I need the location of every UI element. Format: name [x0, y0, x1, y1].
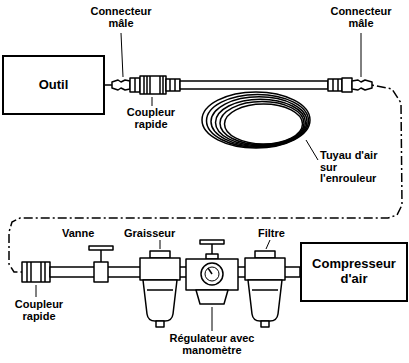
air-hose [166, 78, 372, 92]
quick-coupler [22, 262, 50, 282]
box-label: Outil [33, 74, 75, 97]
regulator [186, 240, 238, 304]
component-box: Compresseur d'air [300, 242, 408, 302]
coil-winding [211, 97, 307, 147]
hose-coil [202, 92, 310, 148]
component-box: Outil [2, 55, 105, 115]
part-label: Coupleur rapide [120, 107, 182, 130]
part-label: Vanne [62, 228, 102, 240]
valve [89, 246, 113, 282]
lubricator [140, 251, 180, 327]
part-label: Régulateur avec manomètre [160, 333, 264, 356]
coil-winding [207, 94, 309, 147]
coil-winding [220, 102, 304, 145]
male-connector [112, 78, 140, 92]
filter [245, 251, 285, 327]
quick-coupler [140, 76, 166, 94]
coil-winding [202, 92, 310, 148]
part-label: Filtre [258, 228, 298, 240]
coil-winding [216, 99, 306, 145]
part-label: Graisseur [124, 228, 196, 240]
part-label: Tuyau d'air sur l'enrouleur [320, 150, 382, 185]
part-label: Coupleur rapide [8, 299, 70, 322]
part-label: Connecteur mâle [328, 6, 394, 29]
coil-winding [225, 104, 303, 144]
box-label: Compresseur d'air [302, 253, 406, 291]
part-label: Connecteur mâle [88, 6, 154, 29]
